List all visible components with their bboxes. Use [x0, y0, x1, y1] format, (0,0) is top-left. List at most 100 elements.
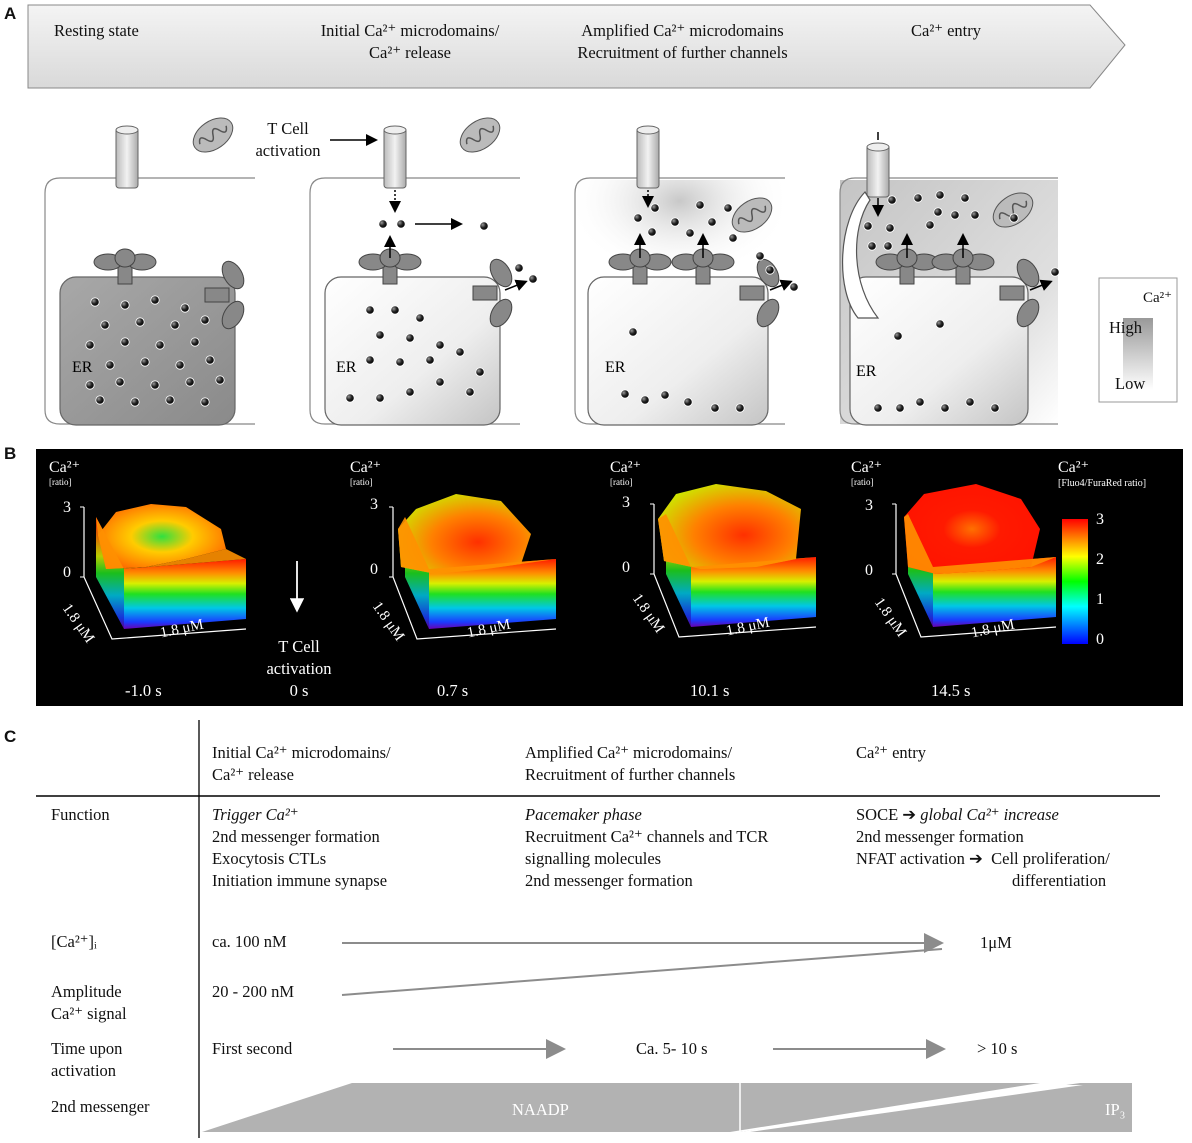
plot2-time: 0.7 s	[437, 681, 469, 700]
ca-ion	[378, 219, 388, 229]
colorbar	[1062, 519, 1088, 644]
ca-ion	[925, 220, 935, 230]
ca-ion	[893, 331, 903, 341]
plot-axes	[392, 507, 557, 640]
panel-a-letter: A	[4, 4, 17, 23]
plot1-yunit: [ratio]	[49, 477, 72, 487]
ca-ion	[345, 393, 355, 403]
ca-ion	[170, 320, 180, 330]
ca-ion	[120, 300, 130, 310]
ca-ion	[200, 397, 210, 407]
ca-ion	[405, 333, 415, 343]
ca-ion	[365, 305, 375, 315]
ca-ion	[755, 251, 765, 261]
conc-end: 1μM	[980, 933, 1012, 952]
cell-entry: ER	[839, 132, 1058, 426]
ca-ion	[628, 327, 638, 337]
ca-ion	[867, 241, 877, 251]
ca-ion	[915, 397, 925, 407]
ca-ion	[935, 190, 945, 200]
header-entry: Ca²⁺ entry	[856, 743, 927, 762]
ca-ion	[940, 403, 950, 413]
plot4-tick-min: 0	[865, 562, 873, 579]
panel-c-letter: C	[4, 727, 17, 746]
time-third: > 10 s	[977, 1039, 1018, 1058]
ca-ion	[85, 380, 95, 390]
row-label-concentration: [Ca²⁺]ᵢ	[51, 932, 97, 951]
ca-ion	[650, 203, 660, 213]
ca-ion	[710, 403, 720, 413]
ca-ion	[135, 317, 145, 327]
surface-front-face	[933, 557, 1056, 627]
ca-ion	[205, 355, 215, 365]
row-label-function: Function	[51, 805, 110, 824]
plot2-tick-max: 3	[370, 496, 378, 513]
plot1-ylabel: Ca²⁺	[49, 459, 81, 476]
panel-c-graphics	[36, 720, 1160, 1138]
ca-ion	[1009, 213, 1019, 223]
ca-ion	[965, 397, 975, 407]
ca-ion	[395, 357, 405, 367]
plot-axes	[653, 504, 817, 638]
ca-ion	[180, 303, 190, 313]
surface-top	[98, 504, 226, 569]
function-col-amplified: Pacemaker phase Recruitment Ca²⁺ channel…	[525, 805, 769, 890]
ca-ion	[728, 233, 738, 243]
colorbar-tick-1: 1	[1096, 591, 1104, 608]
ca-ion	[165, 395, 175, 405]
ca-ion	[375, 393, 385, 403]
amp-value: 20 - 200 nM	[212, 982, 295, 1001]
ca-ion	[90, 297, 100, 307]
ca-ion	[150, 295, 160, 305]
cell-resting: ER	[44, 117, 255, 426]
panel-b-plots: Ca²⁺ [ratio] 3 0 1.8 μM 1.8 μM -1.0 s T …	[36, 449, 1183, 706]
surface-front-face	[691, 557, 816, 627]
plot1-tick-max: 3	[63, 499, 71, 516]
ca-ion	[455, 347, 465, 357]
colorbar-tick-2: 2	[1096, 551, 1104, 568]
ca-ion	[396, 219, 406, 229]
ca-ion	[435, 340, 445, 350]
ca-ion	[685, 228, 695, 238]
surface-top	[904, 484, 1040, 574]
plot2-tick-min: 0	[370, 561, 378, 578]
ca-ion	[640, 395, 650, 405]
plot4-time: 14.5 s	[931, 681, 971, 700]
ca-ion	[175, 360, 185, 370]
conc-start: ca. 100 nM	[212, 932, 287, 951]
ca-ion	[105, 360, 115, 370]
ca-ion	[435, 377, 445, 387]
ca-ion	[185, 377, 195, 387]
ca-ion	[885, 223, 895, 233]
plot1-time: -1.0 s	[125, 681, 162, 700]
plot3-time: 10.1 s	[690, 681, 730, 700]
panel-b-svg	[80, 484, 1088, 644]
ca-ion	[935, 319, 945, 329]
ca-ion	[95, 395, 105, 405]
surface-top	[658, 484, 801, 569]
ca-ion	[660, 390, 670, 400]
header-initial: Initial Ca²⁺ microdomains/Ca²⁺ release	[212, 743, 391, 784]
ca-ion	[528, 274, 538, 284]
ca-ion	[375, 330, 385, 340]
ca-ion	[707, 217, 717, 227]
ca-ion	[960, 193, 970, 203]
ca-ion	[620, 389, 630, 399]
stage-label-initial: Initial Ca²⁺ microdomains/Ca²⁺ release	[320, 21, 500, 62]
function-col-initial: Trigger Ca²⁺ 2nd messenger formation Exo…	[212, 805, 388, 890]
ca-ion	[735, 403, 745, 413]
colorbar-title: Ca²⁺	[1058, 459, 1090, 476]
surface-rim	[904, 514, 1056, 574]
ca-ion	[479, 221, 489, 231]
ca-ion	[789, 282, 799, 292]
plot3-yunit: [ratio]	[610, 477, 633, 487]
surface-front-face	[124, 559, 246, 629]
legend-title: Ca²⁺	[1143, 290, 1173, 306]
row-label-messenger: 2nd messenger	[51, 1097, 150, 1116]
ca-ion	[365, 355, 375, 365]
ca-ion	[465, 387, 475, 397]
